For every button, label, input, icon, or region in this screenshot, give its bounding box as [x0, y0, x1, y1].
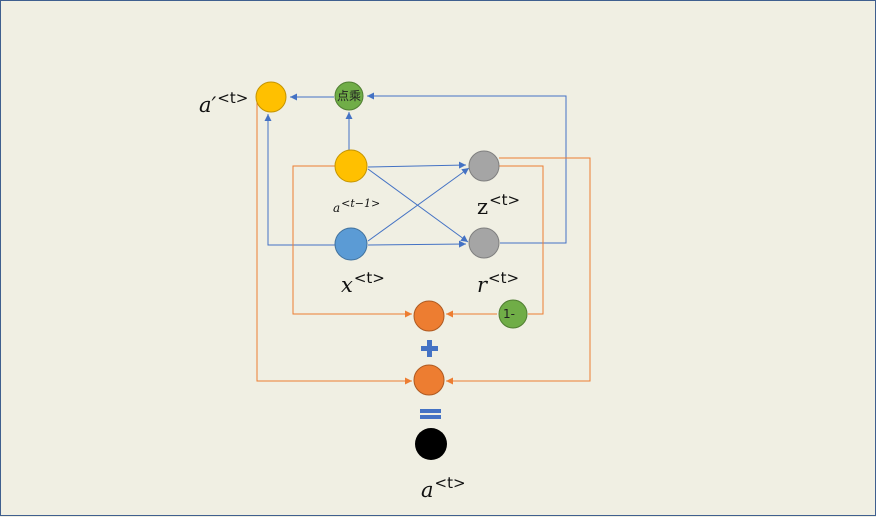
arrow-z-to-mult2	[446, 157, 591, 385]
label-z-t-base: z	[477, 195, 489, 219]
aprev-node	[334, 149, 368, 183]
label-x-t-base: x	[341, 273, 353, 297]
dot-product-label: 点乘	[336, 89, 361, 103]
label-z-t: z<t>	[477, 193, 520, 218]
arrow-x-to-z	[367, 167, 470, 242]
equals-icon	[420, 409, 441, 419]
blue-connectors	[264, 92, 567, 248]
multiply-node-2	[413, 364, 445, 396]
label-a-prev: a<t−1>	[333, 198, 380, 215]
arrow-r-to-dot	[367, 92, 567, 244]
arrow-aprev-to-z	[367, 161, 467, 169]
output-node	[415, 428, 447, 460]
arrow-aprime-to-mult2	[256, 97, 412, 385]
label-x-t: x<t>	[341, 271, 385, 296]
arrow-x-to-r	[367, 240, 467, 248]
arrow-z-to-oneminus	[499, 165, 544, 315]
x-node	[334, 227, 368, 261]
r-gate-node	[468, 227, 500, 259]
label-r-t-base: r	[477, 273, 488, 297]
label-r-t: r<t>	[477, 271, 519, 296]
label-a-t-base: a	[421, 478, 434, 502]
aprime-node	[255, 81, 287, 113]
arrow-aprev-to-mult1	[292, 165, 412, 318]
one-minus-node	[498, 299, 528, 329]
label-z-t-sup: <t>	[489, 191, 521, 209]
orange-connectors	[256, 97, 591, 385]
label-a-t: a<t>	[421, 476, 466, 501]
label-a-t-sup: <t>	[434, 474, 466, 492]
label-a-prev-sup: <t−1>	[341, 197, 381, 210]
one-minus-label: 1-	[503, 307, 515, 321]
arrow-aprev-to-r	[367, 168, 469, 243]
label-a-prime-base: a′	[199, 93, 217, 117]
label-a-prev-base: a	[333, 201, 341, 215]
label-a-prime-sup: <t>	[217, 89, 249, 107]
label-r-t-sup: <t>	[488, 269, 520, 287]
label-x-t-sup: <t>	[353, 269, 385, 287]
multiply-node-1	[413, 300, 445, 332]
arrow-x-to-aprime	[264, 114, 335, 246]
plus-icon	[421, 340, 438, 357]
z-gate-node	[468, 150, 500, 182]
dot-product-node	[334, 81, 364, 111]
label-a-prime: a′<t>	[199, 91, 248, 116]
